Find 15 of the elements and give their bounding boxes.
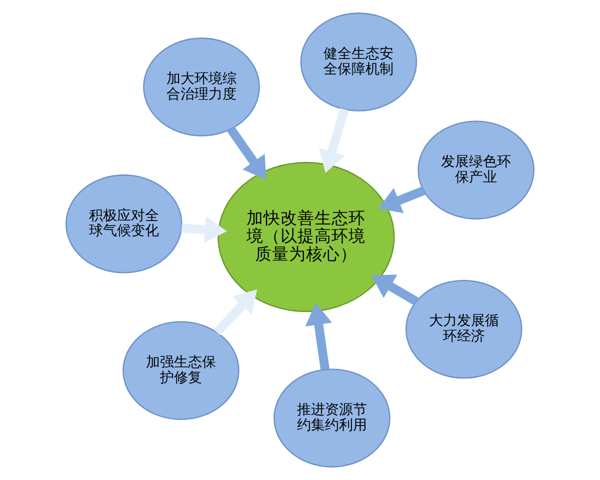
arrow (181, 216, 227, 244)
arrow (318, 108, 349, 173)
node-ellipse: 大力发展循环经济 (405, 280, 522, 379)
arrow (305, 302, 332, 370)
node-ellipse: 加快改善生态环境（以提高环境质量为核心） (218, 162, 395, 312)
node-ellipse: 积极应对全球气候变化 (66, 174, 182, 274)
node-ellipse: 发展绿色环保产业 (418, 120, 534, 220)
arrow (371, 274, 418, 306)
arrow (227, 126, 266, 180)
node-ellipse: 健全生态安全保障机制 (300, 12, 418, 112)
arrow (214, 289, 258, 336)
arrow (378, 186, 426, 214)
node-ellipse: 加强生态保护修复 (122, 321, 240, 420)
node-ellipse: 推进资源节约集约利用 (274, 368, 390, 468)
node-ellipse: 加大环境综合治理力度 (143, 38, 260, 136)
